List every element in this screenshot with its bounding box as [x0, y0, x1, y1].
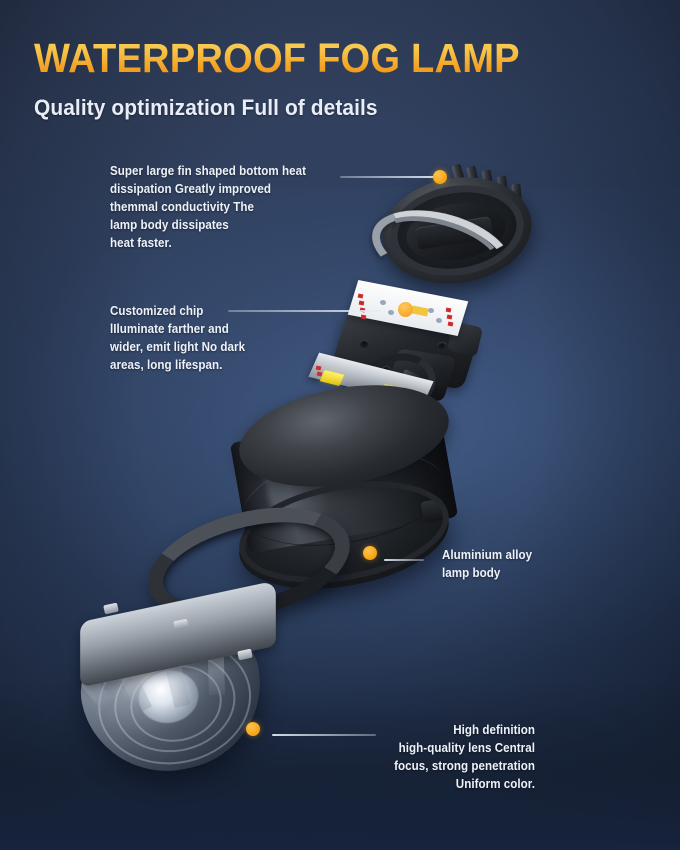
page-title: WATERPROOF FOG LAMP	[34, 35, 520, 81]
lens-clip	[103, 602, 119, 615]
callout-aluminium-alloy-dot	[363, 546, 377, 560]
callout-heat-dissipation-leader	[340, 176, 436, 178]
pcb-component	[447, 321, 454, 327]
callout-high-definition-lens-text: High definition high-quality lens Centra…	[394, 723, 535, 791]
callout-high-definition-lens: High definition high-quality lens Centra…	[380, 722, 535, 794]
pcb-component	[360, 314, 367, 320]
callout-customized-chip-leader	[228, 310, 380, 312]
callout-aluminium-alloy: Aluminium alloy lamp body	[430, 547, 580, 583]
callout-aluminium-alloy-text: Aluminium alloy lamp body	[442, 548, 533, 580]
pcb-component	[445, 307, 452, 313]
header: WATERPROOF FOG LAMP Quality optimization…	[34, 35, 556, 121]
callout-heat-dissipation-text: Super large fin shaped bottom heat dissi…	[110, 164, 306, 250]
pcb-component	[358, 300, 365, 306]
callout-high-definition-lens-leader	[272, 734, 376, 736]
callout-heat-dissipation-dot	[433, 170, 447, 184]
pcb-component	[357, 293, 364, 299]
callout-aluminium-alloy-leader	[384, 559, 424, 561]
callout-high-definition-lens-dot	[246, 722, 260, 736]
heat-sink-assembly	[362, 160, 562, 307]
pcb-component	[446, 314, 453, 320]
high-definition-lens-assembly	[68, 580, 298, 790]
mount-hole	[360, 340, 369, 348]
callout-heat-dissipation: Super large fin shaped bottom heat dissi…	[110, 163, 350, 252]
mount-hole	[438, 342, 447, 350]
callout-customized-chip: Customized chip lIluminate farther and w…	[110, 303, 340, 375]
page-subtitle: Quality optimization Full of details	[34, 94, 378, 120]
callout-customized-chip-text: Customized chip lIluminate farther and w…	[110, 304, 246, 372]
